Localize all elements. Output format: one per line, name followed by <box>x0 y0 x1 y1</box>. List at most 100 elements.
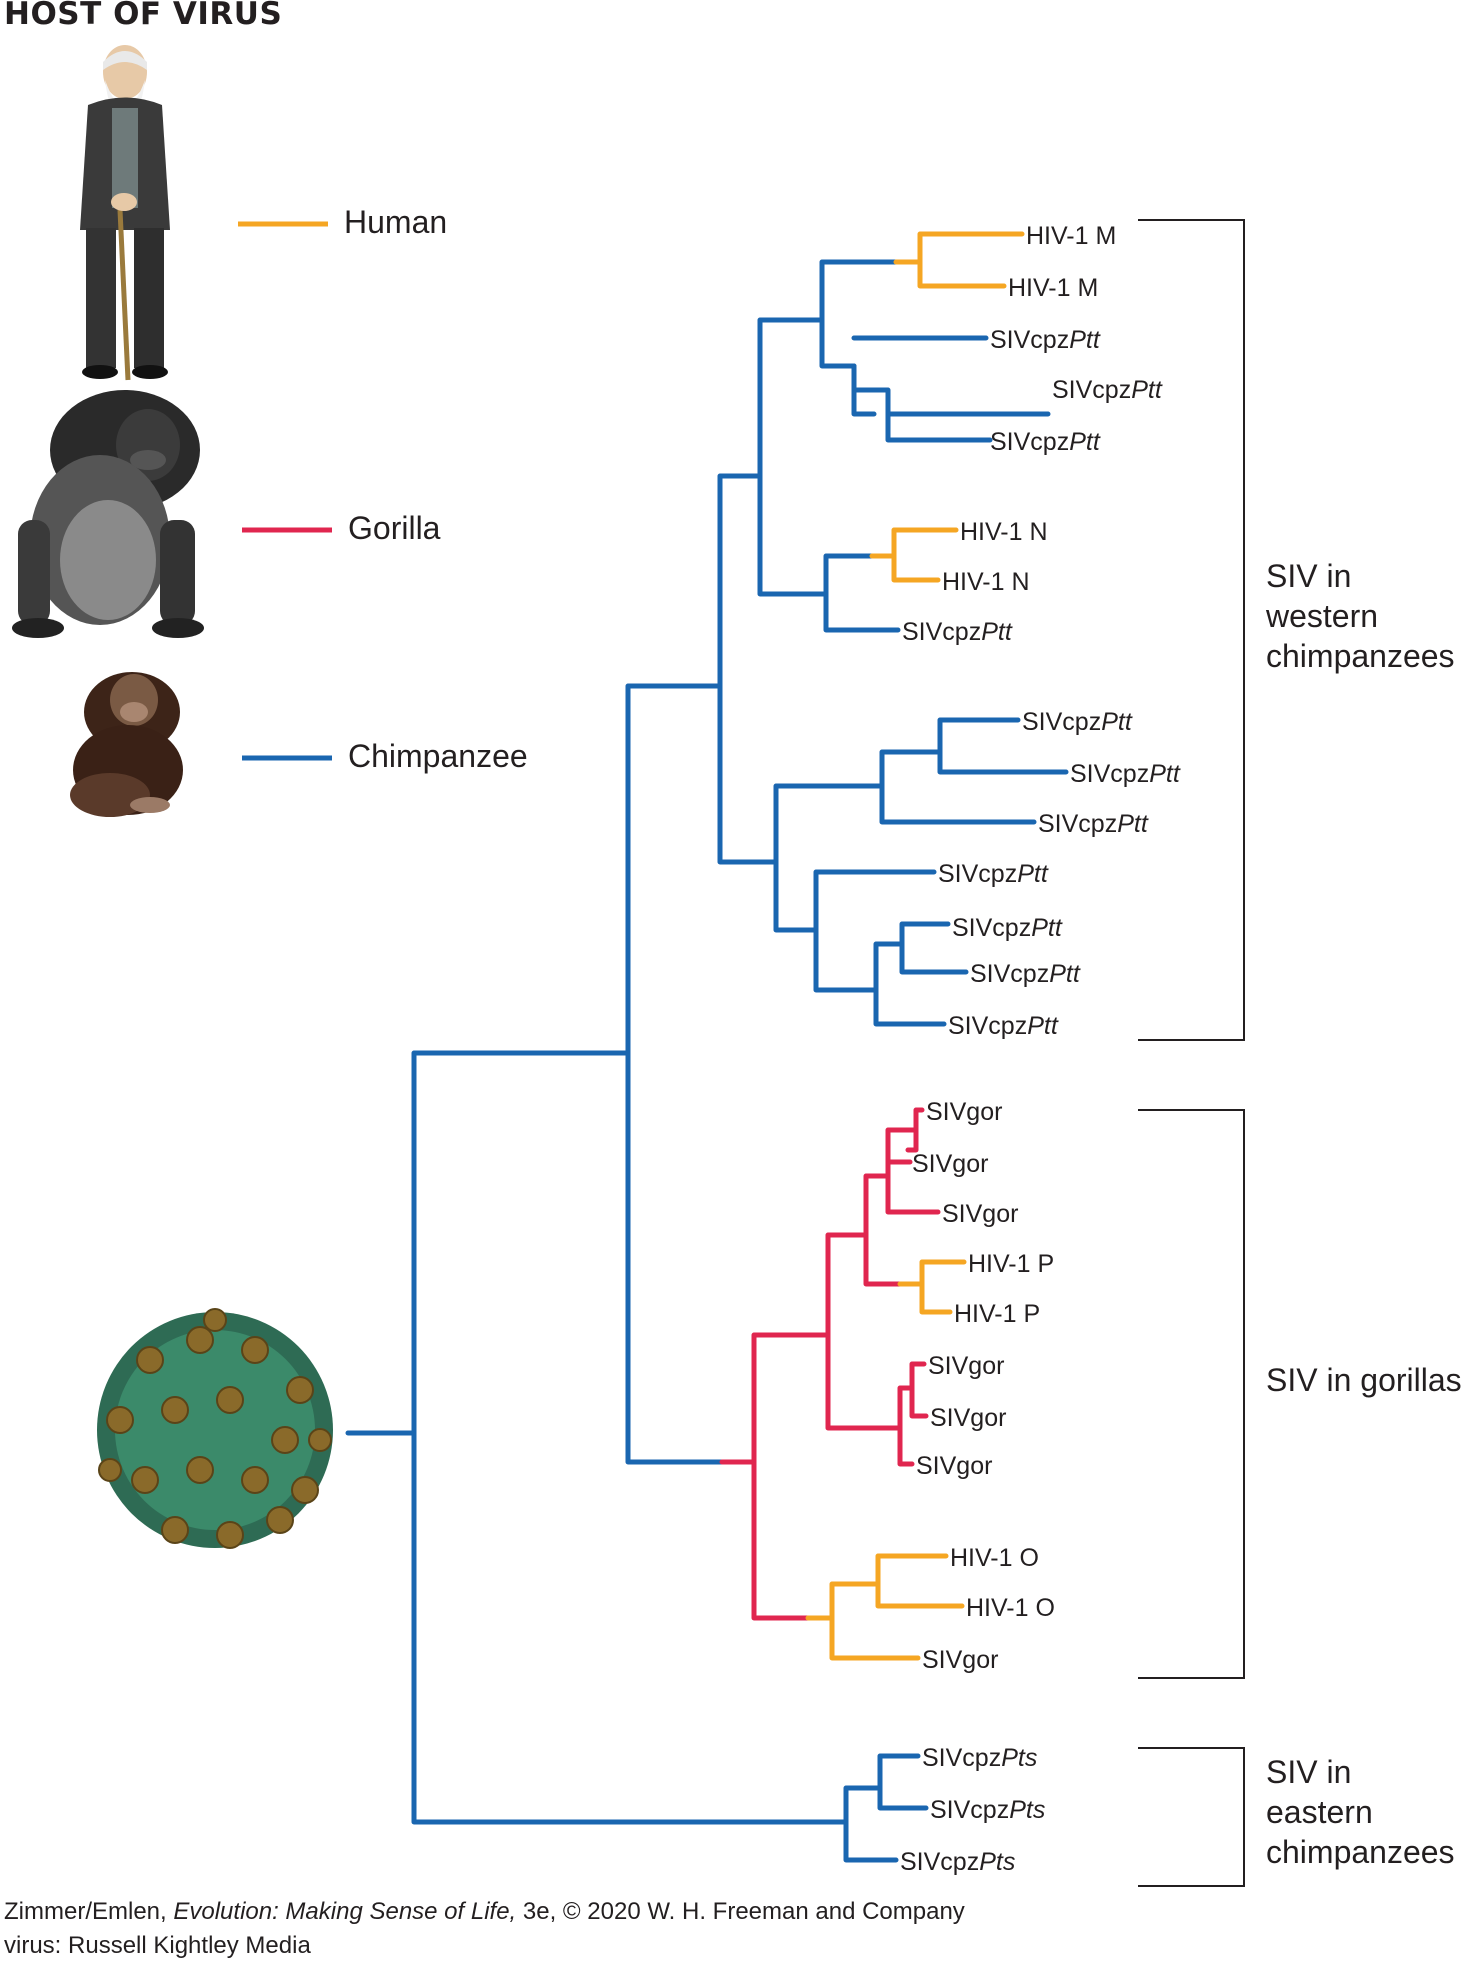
credit-rest: 3e, © 2020 W. H. Freeman and Company <box>516 1898 965 1925</box>
tip-label: SIVgor <box>930 1404 1006 1432</box>
tip-label-base: SIVgor <box>942 1200 1018 1228</box>
bracket-gorillas <box>1138 1109 1245 1679</box>
tip-label-base: SIVgor <box>926 1098 1002 1126</box>
tip-label: SIVcpzPtt <box>1022 708 1133 736</box>
group-label-western-line-2: western <box>1266 598 1379 634</box>
branch-west-b-split <box>737 783 883 933</box>
branch-ptt-group-3 <box>813 869 937 993</box>
gorilla-illustration <box>12 390 204 638</box>
credit-book: Evolution: Making Sense of Life, <box>173 1898 517 1925</box>
tip-label: SIVgor <box>916 1452 992 1480</box>
tip-label: SIVcpzPtt <box>948 1012 1059 1040</box>
tip-label-base: HIV-1 P <box>954 1300 1040 1328</box>
tip-label-base: SIVcpz <box>990 428 1069 456</box>
tip-label: SIVcpzPtt <box>952 914 1063 942</box>
branch-n-stem <box>803 553 875 597</box>
branch-ptt-group-2 <box>877 717 1069 825</box>
tip-label: HIV-1 N <box>942 568 1030 596</box>
tip-label: SIVcpzPtt <box>1038 810 1149 838</box>
branch-hiv-p <box>897 1259 967 1315</box>
tip-label: SIVcpzPtt <box>990 326 1101 354</box>
tip-label: HIV-1 M <box>1008 274 1098 302</box>
tip-label-base: SIVcpz <box>900 1848 979 1876</box>
tip-label-base: SIVcpz <box>970 960 1049 988</box>
tip-label-italic: Pts <box>1009 1796 1045 1824</box>
branch-west-a <box>645 473 743 689</box>
branch-west-b <box>717 683 743 865</box>
tip-label: SIVcpzPtt <box>1052 376 1163 404</box>
tip-label-base: SIVcpz <box>930 1796 1009 1824</box>
branch-p-stem <box>863 1232 903 1287</box>
tip-label: HIV-1 P <box>968 1250 1054 1278</box>
branch-gorilla-a2 <box>867 1361 929 1467</box>
group-label-eastern: SIV in eastern chimpanzees <box>1266 1752 1455 1872</box>
tip-label-base: SIVcpz <box>1038 810 1117 838</box>
group-label-western-line-1: SIV in <box>1266 558 1352 594</box>
branch-gorilla-stem <box>625 1050 725 1465</box>
human-illustration <box>80 45 170 381</box>
branch-chimp-west-stem <box>431 683 651 1056</box>
branch-m-stem <box>777 259 845 323</box>
legend-chimpanzee-label: Chimpanzee <box>348 738 528 774</box>
tip-label-base: HIV-1 O <box>966 1594 1055 1622</box>
tip-label-base: HIV-1 N <box>960 518 1048 546</box>
branch-gorilla-a1 <box>863 1107 941 1238</box>
branch-ptt-1 <box>819 317 877 417</box>
tip-label-base: HIV-1 P <box>968 1250 1054 1278</box>
branch-ptt-group-1 <box>851 335 1051 443</box>
tip-label-italic: Ptt <box>1069 428 1101 456</box>
credit-authors: Zimmer/Emlen, <box>4 1898 174 1925</box>
tip-label-base: SIVcpz <box>1052 376 1131 404</box>
tip-label-base: HIV-1 N <box>942 568 1030 596</box>
branch-west-a1 <box>737 317 783 479</box>
tip-label-base: SIVcpz <box>1022 708 1101 736</box>
tip-label: SIVcpzPtt <box>970 960 1081 988</box>
branch-hiv-n <box>869 527 959 583</box>
group-label-western: SIV in western chimpanzees <box>1266 556 1455 676</box>
tip-label: HIV-1 O <box>966 1594 1055 1622</box>
tip-label: HIV-1 P <box>954 1300 1040 1328</box>
branch-ptt-2 <box>823 591 901 633</box>
branch-gorilla-a1b <box>905 1127 919 1153</box>
tip-label-italic: Ptt <box>1049 960 1081 988</box>
tip-label-base: SIVgor <box>930 1404 1006 1432</box>
bracket-western <box>1138 219 1245 1041</box>
tip-label-italic: Pts <box>1001 1744 1037 1772</box>
tip-label-base: HIV-1 M <box>1008 274 1098 302</box>
branch-west-a2 <box>757 473 809 597</box>
tip-label-base: SIVgor <box>928 1352 1004 1380</box>
tip-label: SIVgor <box>926 1098 1002 1126</box>
branch-hiv-m <box>893 231 1025 289</box>
tip-label: SIVcpzPtt <box>1070 760 1181 788</box>
tip-label-italic: Ptt <box>1031 914 1063 942</box>
tip-label-base: SIVcpz <box>1070 760 1149 788</box>
credit-virus: virus: Russell Kightley Media <box>4 1932 311 1959</box>
tip-label: HIV-1 O <box>950 1544 1039 1572</box>
chimpanzee-illustration <box>70 672 183 817</box>
tip-label-base: SIVgor <box>912 1150 988 1178</box>
tip-label-base: SIVcpz <box>902 618 981 646</box>
tip-label: SIVcpzPtt <box>938 860 1049 888</box>
tip-label: SIVcpzPts <box>930 1796 1045 1824</box>
legend-gorilla-label: Gorilla <box>348 510 441 546</box>
tip-label-italic: Ptt <box>981 618 1013 646</box>
branch-gorilla-split <box>719 1332 811 1621</box>
tip-label-base: HIV-1 O <box>950 1544 1039 1572</box>
group-brackets <box>1138 219 1245 1887</box>
tip-label-italic: Ptt <box>1069 326 1101 354</box>
tip-label-italic: Ptt <box>1117 810 1149 838</box>
group-label-western-line-3: chimpanzees <box>1266 638 1455 674</box>
credit-line: Zimmer/Emlen, Evolution: Making Sense of… <box>4 1898 965 1926</box>
branch-gorilla-a <box>773 1232 873 1431</box>
tip-label: SIVcpzPts <box>922 1744 1037 1772</box>
tip-label: SIVcpzPtt <box>990 428 1101 456</box>
figure-heading: HOST OF VIRUS <box>4 0 283 32</box>
tip-label: SIVgor <box>912 1150 988 1178</box>
tip-label-base: SIVcpz <box>948 1012 1027 1040</box>
tip-label-base: SIVcpz <box>990 326 1069 354</box>
tip-label: HIV-1 N <box>960 518 1048 546</box>
tip-label: SIVgor <box>942 1200 1018 1228</box>
branch-hiv-o <box>829 1553 965 1661</box>
